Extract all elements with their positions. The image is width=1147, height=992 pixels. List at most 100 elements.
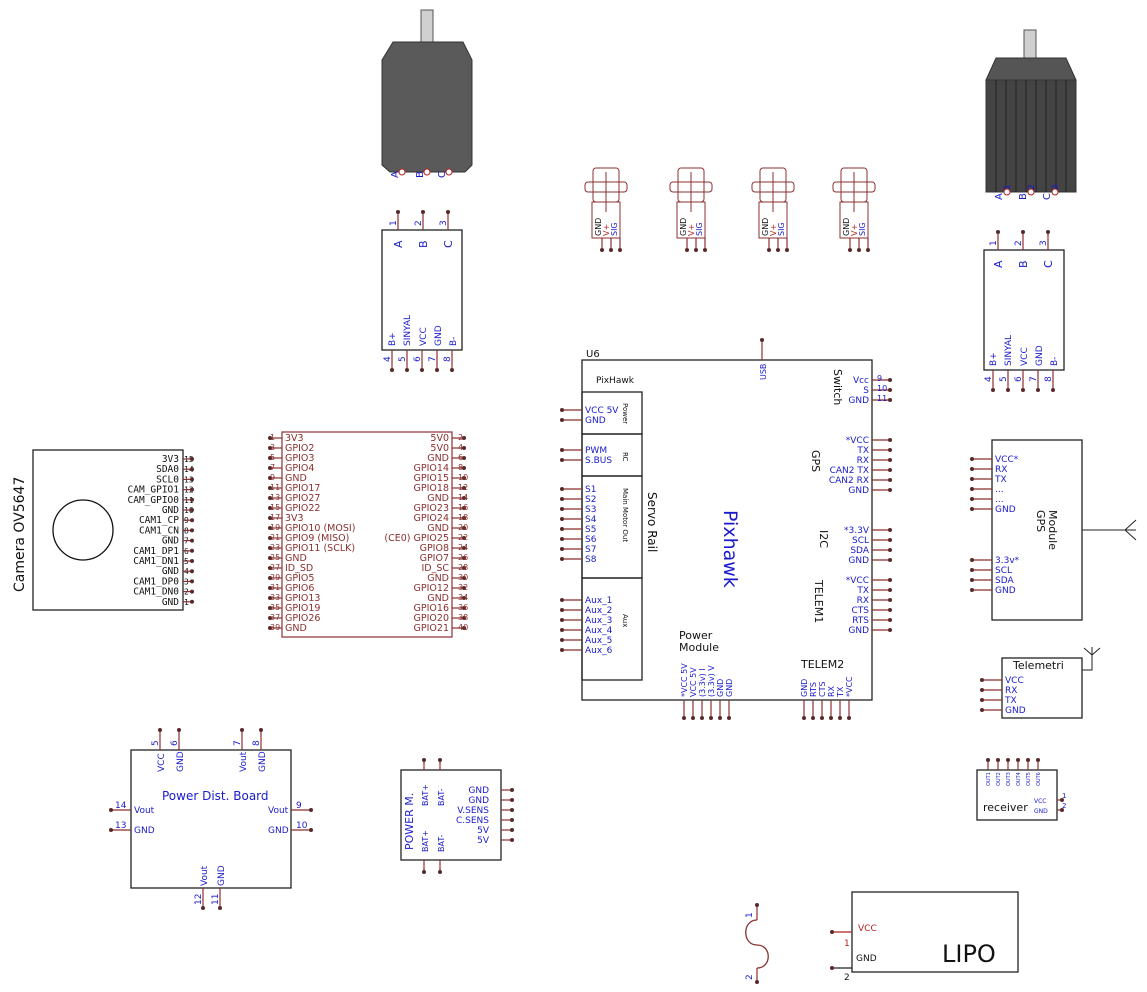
camera-pin-label: GND: [162, 505, 179, 516]
esc-left-label-bplus: B+: [388, 332, 398, 346]
pin-end: [462, 456, 466, 460]
rpi-pin-num: 12: [458, 483, 468, 492]
pixhawk-main-pin: S4: [585, 515, 597, 525]
pixhawk-aux-pin: Aux_5: [585, 636, 612, 646]
pixhawk: U6 PixHawk Pixhawk USB Power VCC 5V GND …: [560, 338, 892, 720]
pin-end: [829, 716, 833, 720]
pin-end: [888, 548, 892, 552]
rpi-pin-label: GPIO5: [285, 573, 314, 584]
rpi-pin-num: 39: [270, 623, 280, 632]
pin-end: [709, 716, 713, 720]
servo-2-pin-sig: SIG: [695, 222, 704, 236]
rpi-pin-num: 31: [270, 583, 280, 592]
rpi-pin-num: 27: [270, 563, 280, 572]
power-m-right-pin: V.SENS: [457, 806, 489, 816]
power-m-bottom-batminus: BAT-: [437, 835, 446, 852]
pdb-top-label: GND: [258, 751, 268, 772]
pin-end: [970, 467, 974, 471]
pin-end: [190, 559, 194, 563]
pin-end: [888, 458, 892, 462]
rpi-pin-num: 16: [458, 503, 468, 512]
pdb-right-num-10: 10: [296, 821, 308, 831]
pixhawk-telem1-title: TELEM1: [812, 579, 825, 623]
esc-right-num-5: 5: [999, 376, 1009, 382]
rpi-pin-num: 15: [270, 503, 280, 512]
esc-left-num-2: 2: [414, 220, 424, 226]
rpi-pin-label: GND: [427, 493, 449, 504]
camera-pin-label: CAM_GPIO0: [128, 495, 180, 506]
pin-end: [259, 728, 263, 732]
motor-right-num-3: 3: [1051, 184, 1061, 190]
rpi-pin-num: 4: [458, 443, 463, 452]
esc-left-label-bminus: B-: [449, 337, 459, 346]
rpi-pin-label: GPIO21: [414, 623, 449, 634]
rpi-pin-num: 24: [458, 543, 468, 552]
pin-end: [190, 508, 194, 512]
camera-pin-label: 3V3: [162, 454, 179, 465]
rpi-pin-num: 17: [270, 513, 280, 522]
pin-end: [970, 558, 974, 562]
rpi-pin-label: GPIO15: [414, 473, 449, 484]
rpi-pin-num: 34: [458, 593, 468, 602]
pin-end: [158, 728, 162, 732]
pixhawk-right-pin: GND: [848, 556, 869, 566]
rpi-pin-num: 3: [270, 443, 275, 452]
pin-end: [970, 497, 974, 501]
pin-end: [190, 538, 194, 543]
pixhawk-main-pin: S5: [585, 525, 596, 535]
pixhawk-aux-tag: Aux: [621, 614, 629, 627]
pdb-bottom-num: 11: [211, 894, 221, 905]
servo-1-pin-gnd: GND: [594, 218, 603, 236]
esc-left-num-3: 3: [439, 220, 449, 226]
rpi-pin-num: 1: [270, 433, 275, 442]
pin-end: [462, 536, 466, 540]
power-m-right-pin: 5V: [477, 836, 490, 846]
camera-pin-label: CAM1_DN1: [133, 556, 179, 567]
pin-end: [462, 586, 466, 590]
rpi-pin-label: GPIO4: [285, 463, 314, 474]
esc-right-label-vcc: VCC: [1020, 347, 1030, 366]
rpi-pin-num: 10: [458, 473, 468, 482]
rpi-pin-label: 5V0: [430, 433, 449, 444]
pdb-top-label: Vout: [239, 751, 249, 772]
gps-module-title-1: GPS: [1034, 510, 1047, 532]
pdb-title: Power Dist. Board: [162, 789, 269, 803]
pixhawk-telem2-pin: TX: [836, 686, 845, 698]
pin-end: [888, 598, 892, 602]
servo-3-pin-gnd: GND: [761, 218, 770, 236]
rpi-pin-label: GPIO20: [414, 613, 449, 624]
rpi-pin-num: 40: [458, 623, 468, 632]
gps-module-pin: ...: [995, 485, 1004, 495]
camera-pin-label: CAM1_DN0: [133, 587, 179, 598]
pin-end: [510, 788, 514, 792]
rpi-pin-label: GPIO11 (SCLK): [285, 543, 355, 554]
esc-left-num-6: 6: [413, 356, 423, 362]
pin-end: [560, 618, 564, 622]
power-m-right-pin: GND: [468, 786, 489, 796]
gps-module-pin: 3.3v*: [995, 556, 1020, 566]
pdb-left-num-13: 13: [115, 821, 126, 831]
pin-end: [462, 476, 466, 480]
pin-end: [268, 516, 272, 520]
pin-end: [268, 506, 272, 510]
pin-end: [268, 476, 272, 480]
rpi-pin-num: 7: [270, 463, 275, 472]
pin-end: [811, 716, 815, 720]
esc-right-label-gnd: GND: [1035, 345, 1045, 366]
rpi-pin-label: ID_SC: [421, 563, 449, 574]
pdb-top-num: 8: [252, 740, 262, 746]
pin-end: [177, 728, 181, 732]
pin-end: [888, 528, 892, 532]
pixhawk-pm-pin: VCC 5V: [689, 667, 698, 697]
pin-end: [888, 388, 892, 392]
pin-end: [462, 486, 466, 490]
rpi-pin-label: GND: [427, 523, 449, 534]
rpi-pin-label: GPIO22: [285, 503, 320, 514]
pin-end: [268, 606, 272, 610]
esc-right-label-a: A: [992, 260, 1005, 268]
pin-end: [970, 487, 974, 491]
esc-right-num-3: 3: [1039, 240, 1049, 246]
rpi-pin-num: 13: [270, 493, 280, 502]
motor-right-pin-a: A: [994, 193, 1005, 200]
